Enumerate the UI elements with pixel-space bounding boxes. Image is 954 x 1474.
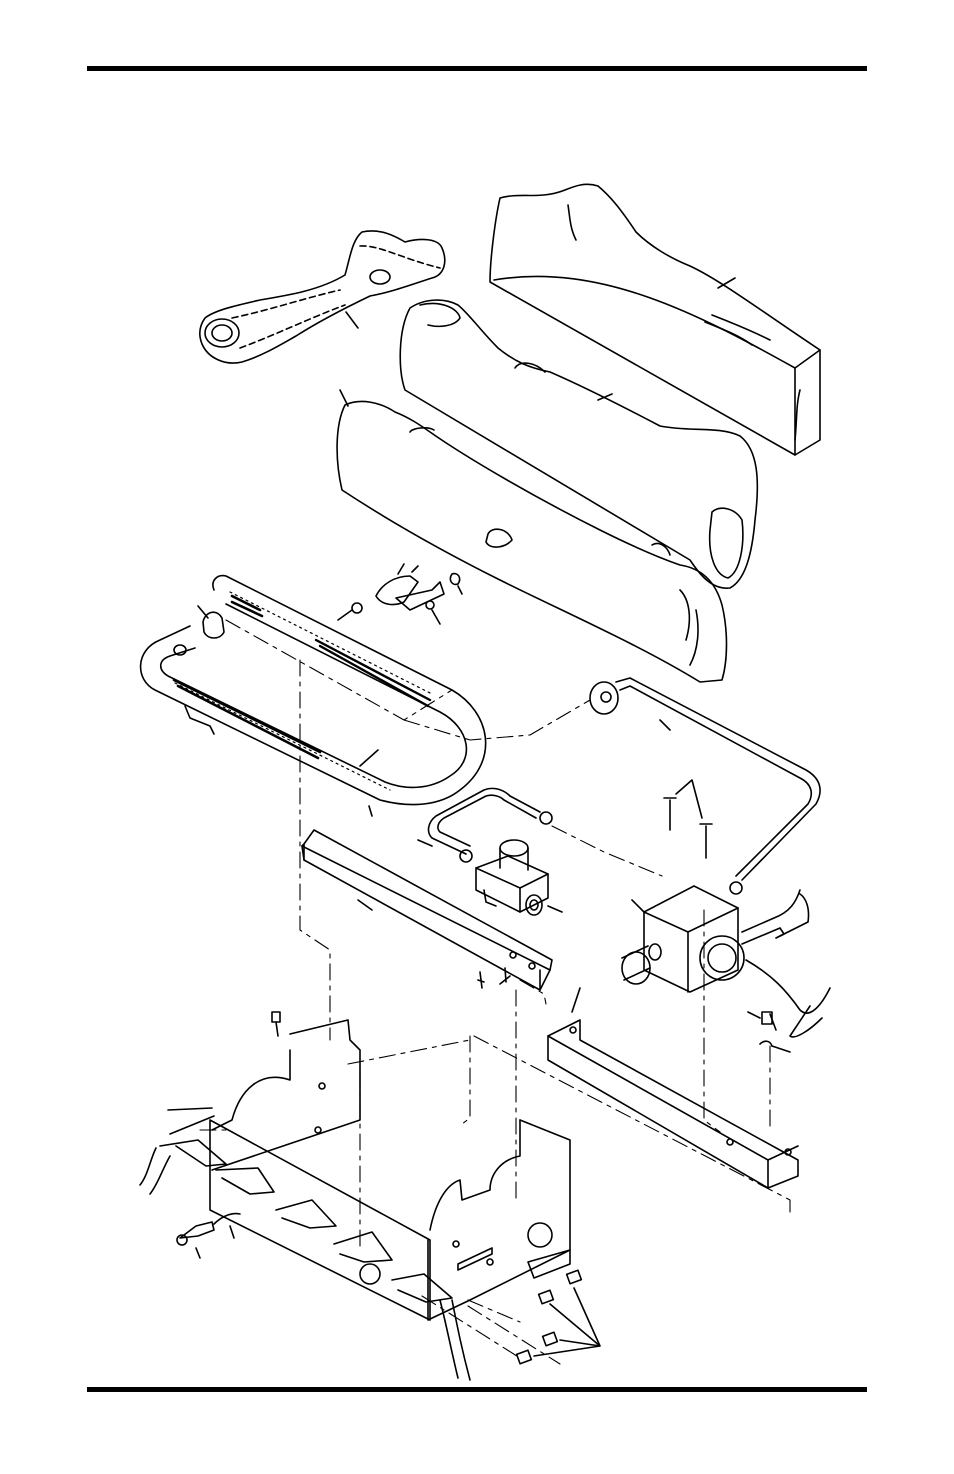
- grate: [140, 1020, 570, 1380]
- valve-supply-tube: [590, 678, 820, 894]
- assembly-lines: [200, 620, 790, 1364]
- air-shutter: [198, 606, 224, 638]
- regulator: [476, 840, 562, 915]
- screws: [272, 972, 600, 1364]
- regulator-tube: [418, 788, 552, 862]
- valve-screws: [664, 780, 790, 1052]
- control-knob: [622, 944, 661, 984]
- rear-log: [490, 184, 820, 455]
- front-log: [337, 390, 726, 682]
- pilot-assembly: [338, 564, 462, 624]
- middle-log: [400, 300, 757, 588]
- top-small-log: [200, 231, 445, 363]
- gas-valve: [632, 886, 830, 1037]
